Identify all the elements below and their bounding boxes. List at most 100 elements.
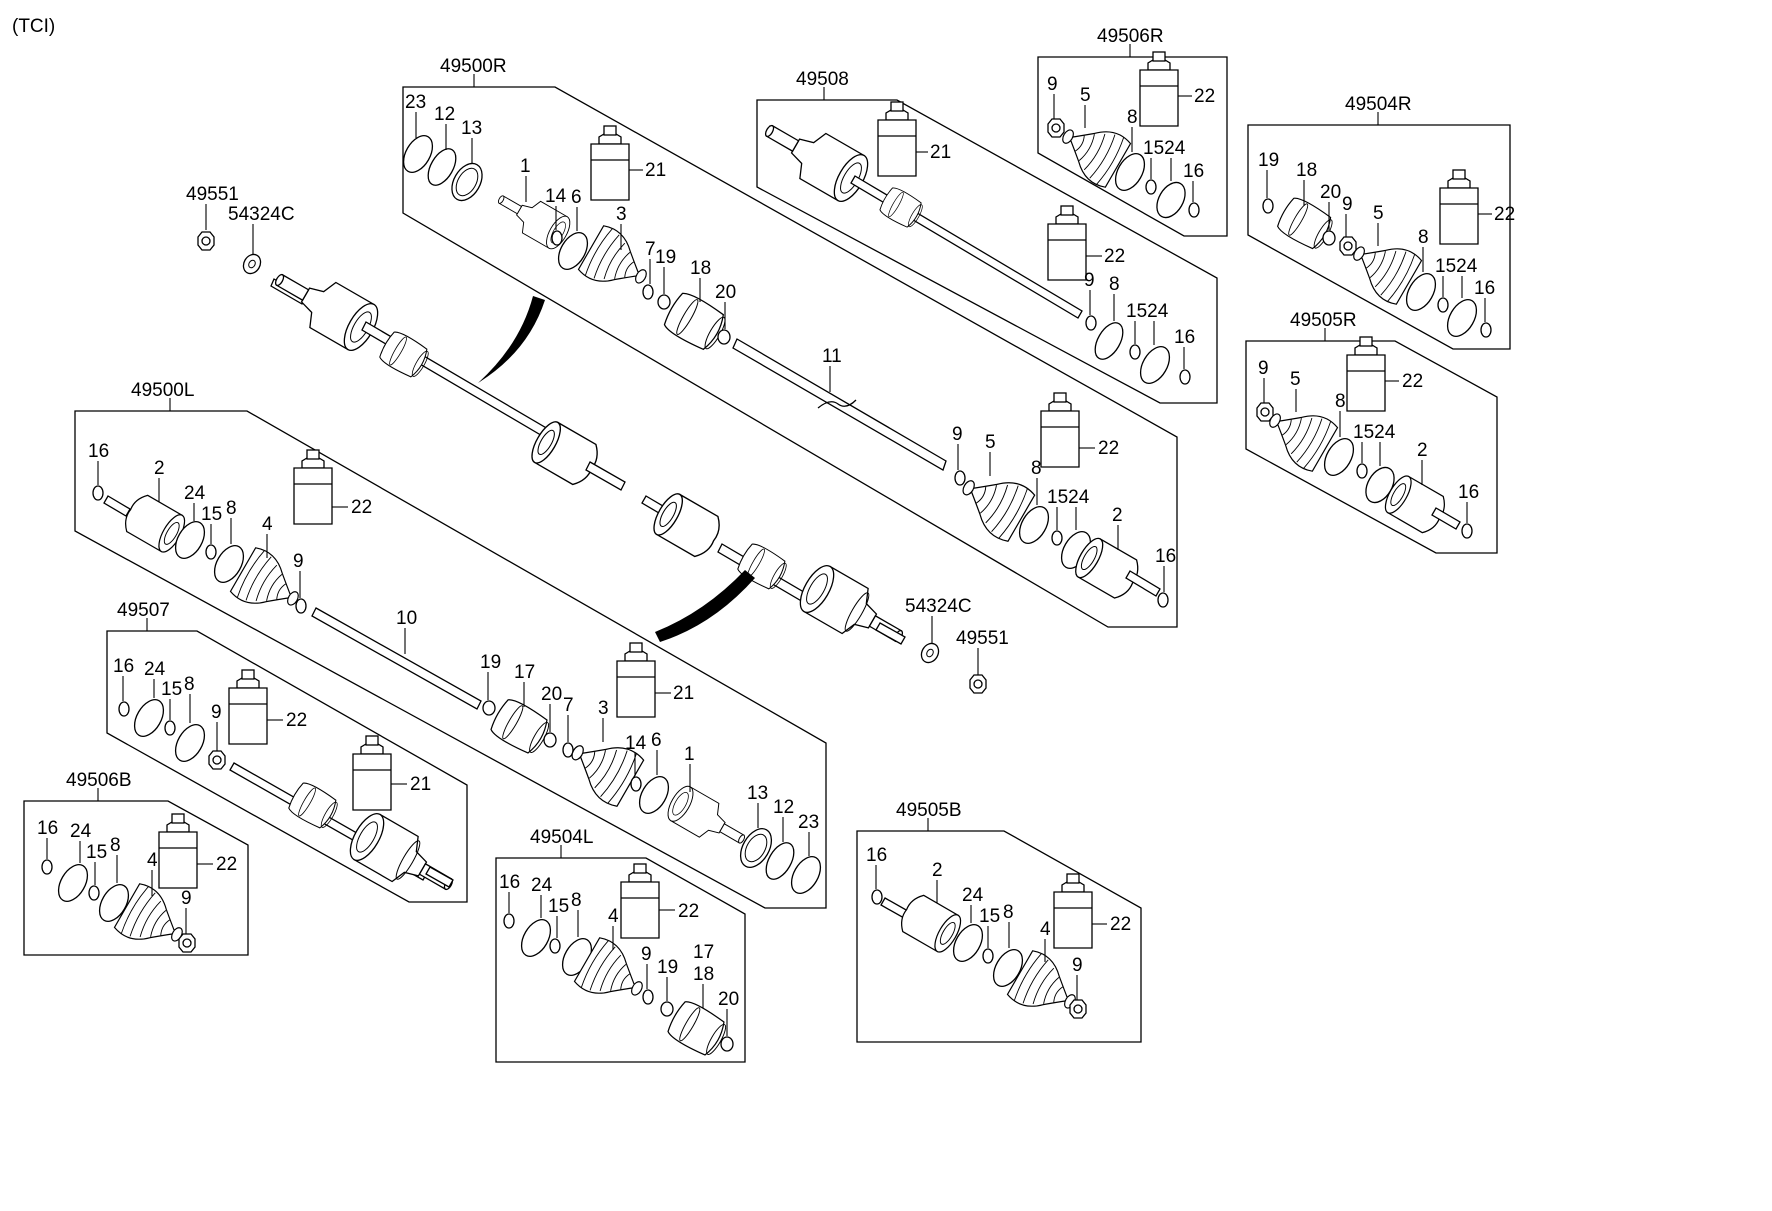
group-label-49551-bottom: 49551	[956, 628, 1009, 649]
part-9-label-49506R: 9	[1047, 74, 1058, 95]
part-5-label: 5	[985, 432, 996, 453]
group-label-49551-top: 49551	[186, 184, 239, 205]
part-9-label-49506B: 9	[181, 888, 192, 909]
part-9-label-49504L: 9	[641, 944, 652, 965]
group-49506R: 49506R 9 5 22 8 1524 16	[1037, 26, 1228, 237]
part-21-label-49508: 21	[930, 142, 951, 163]
group-49504R: 49504R 19 18 20 9 5 22 8 1524 16	[1247, 94, 1515, 350]
group-49505B: 49505B 16 2 24 15 8 4 22 9	[856, 800, 1142, 1043]
group-49506B: 49506B 16 24 15 8 4 22 9	[23, 770, 249, 961]
group-label-49505R: 49505R	[1290, 310, 1357, 331]
part-1-label: 1	[520, 156, 531, 177]
part-22-label-49507: 22	[286, 710, 307, 731]
part-22-label: 22	[1098, 438, 1119, 459]
part-2-label-49505B: 2	[932, 860, 943, 881]
part-9-label-49505B: 9	[1072, 955, 1083, 976]
part-19-label: 19	[655, 247, 676, 268]
part-8-label-49505B: 8	[1003, 902, 1014, 923]
part-6-label-49500L: 6	[651, 730, 662, 751]
part-16-label-49500L: 16	[88, 441, 109, 462]
part-7-label: 7	[645, 239, 656, 260]
part-22-label-49505B: 22	[1110, 914, 1131, 935]
part-24-label-49507: 24	[144, 659, 166, 680]
part-18-label: 18	[690, 258, 711, 279]
part-22-label-49506B: 22	[216, 854, 237, 875]
part-8-label-49504L: 8	[571, 890, 582, 911]
part-9-label-49504R: 9	[1342, 194, 1353, 215]
part-16-label-49505B: 16	[866, 845, 887, 866]
part-1524-label: 1524	[1047, 487, 1090, 508]
part-5-label-49504R: 5	[1373, 203, 1384, 224]
part-1524-label-49508: 1524	[1126, 301, 1169, 322]
part-9-label-49508: 9	[1084, 270, 1095, 291]
assembled-shafts: 49551 54324C 54324C 49551	[186, 184, 1009, 694]
part-9-label: 9	[952, 424, 963, 445]
part-18-label-49504R: 18	[1296, 160, 1317, 181]
part-8-label: 8	[1031, 458, 1042, 479]
part-9-label-49507: 9	[211, 702, 222, 723]
part-8-label-49507: 8	[184, 674, 195, 695]
part-21-label: 21	[645, 160, 666, 181]
group-label-49506R: 49506R	[1097, 26, 1164, 47]
part-24-label-49506B: 24	[70, 821, 92, 842]
part-15-label-49500L: 15	[201, 504, 222, 525]
part-16-label-49506B: 16	[37, 818, 58, 839]
group-49500L: 49500L 16 2 24 15 8 4 22 9 10 19 17	[74, 380, 827, 909]
group-49507: 49507 16 24 15 8 9 22 21	[106, 600, 468, 909]
group-label-54324C-bottom: 54324C	[905, 596, 972, 617]
part-13-label: 13	[461, 118, 482, 139]
part-10-label-49500L: 10	[396, 608, 417, 629]
part-16-label-49504R: 16	[1474, 278, 1495, 299]
part-23-label-49500L: 23	[798, 812, 819, 833]
group-label-49504R: 49504R	[1345, 94, 1412, 115]
part-2-label-49505R: 2	[1417, 440, 1428, 461]
part-23-label: 23	[405, 92, 426, 113]
part-20-label-49504L: 20	[718, 989, 739, 1010]
part-16-label-49505R: 16	[1458, 482, 1479, 503]
group-label-49506B: 49506B	[66, 770, 132, 791]
part-1524-label-49505R: 1524	[1353, 422, 1396, 443]
part-20-label-49500L: 20	[541, 684, 562, 705]
part-8-label-49504R: 8	[1418, 227, 1429, 248]
part-21-label-49507: 21	[410, 774, 431, 795]
part-8-label-49506B: 8	[110, 835, 121, 856]
part-20-label-49504R: 20	[1320, 182, 1341, 203]
part-3-label-49500L: 3	[598, 698, 609, 719]
part-6-label: 6	[571, 187, 582, 208]
part-8-label-49500L: 8	[226, 498, 237, 519]
group-49505R: 49505R 9 5 22 8 1524 2 16	[1245, 310, 1498, 554]
part-17-label-49504L: 17	[693, 942, 714, 963]
part-18-label-49504L: 18	[693, 964, 714, 985]
part-12-label-49500L: 12	[773, 797, 794, 818]
part-20-label: 20	[715, 282, 736, 303]
group-label-49505B: 49505B	[896, 800, 962, 821]
part-14-label-49500L: 14	[625, 733, 647, 754]
part-3-label: 3	[616, 204, 627, 225]
part-11-label: 11	[822, 346, 842, 367]
part-4-label-49500L: 4	[262, 514, 273, 535]
part-24-label-49500L: 24	[184, 483, 206, 504]
part-21-label-49500L: 21	[673, 683, 694, 704]
part-24-label-49505B: 24	[962, 885, 984, 906]
group-label-49508: 49508	[796, 69, 849, 90]
part-1524-label-49506R: 1524	[1143, 138, 1186, 159]
part-16-label-49507: 16	[113, 656, 134, 677]
group-label-49500L: 49500L	[131, 380, 194, 401]
part-22-label-49506R: 22	[1194, 86, 1215, 107]
part-5-label-49505R: 5	[1290, 369, 1301, 390]
part-4-label-49506B: 4	[147, 850, 158, 871]
part-7-label-49500L: 7	[563, 695, 574, 716]
group-label-54324C-top: 54324C	[228, 204, 295, 225]
part-19-label-49500L: 19	[480, 652, 501, 673]
diagram-title: (TCI)	[12, 16, 55, 37]
part-1524-label-49504R: 1524	[1435, 256, 1478, 277]
group-label-49504L: 49504L	[530, 827, 593, 848]
part-22-label-49504R: 22	[1494, 204, 1515, 225]
part-15-label-49506B: 15	[86, 842, 107, 863]
part-8-label-49508: 8	[1109, 274, 1120, 295]
part-8-label-49506R: 8	[1127, 107, 1138, 128]
part-19-label-49504R: 19	[1258, 150, 1279, 171]
part-22-label-49500L: 22	[351, 497, 372, 518]
part-2-label: 2	[1112, 505, 1123, 526]
